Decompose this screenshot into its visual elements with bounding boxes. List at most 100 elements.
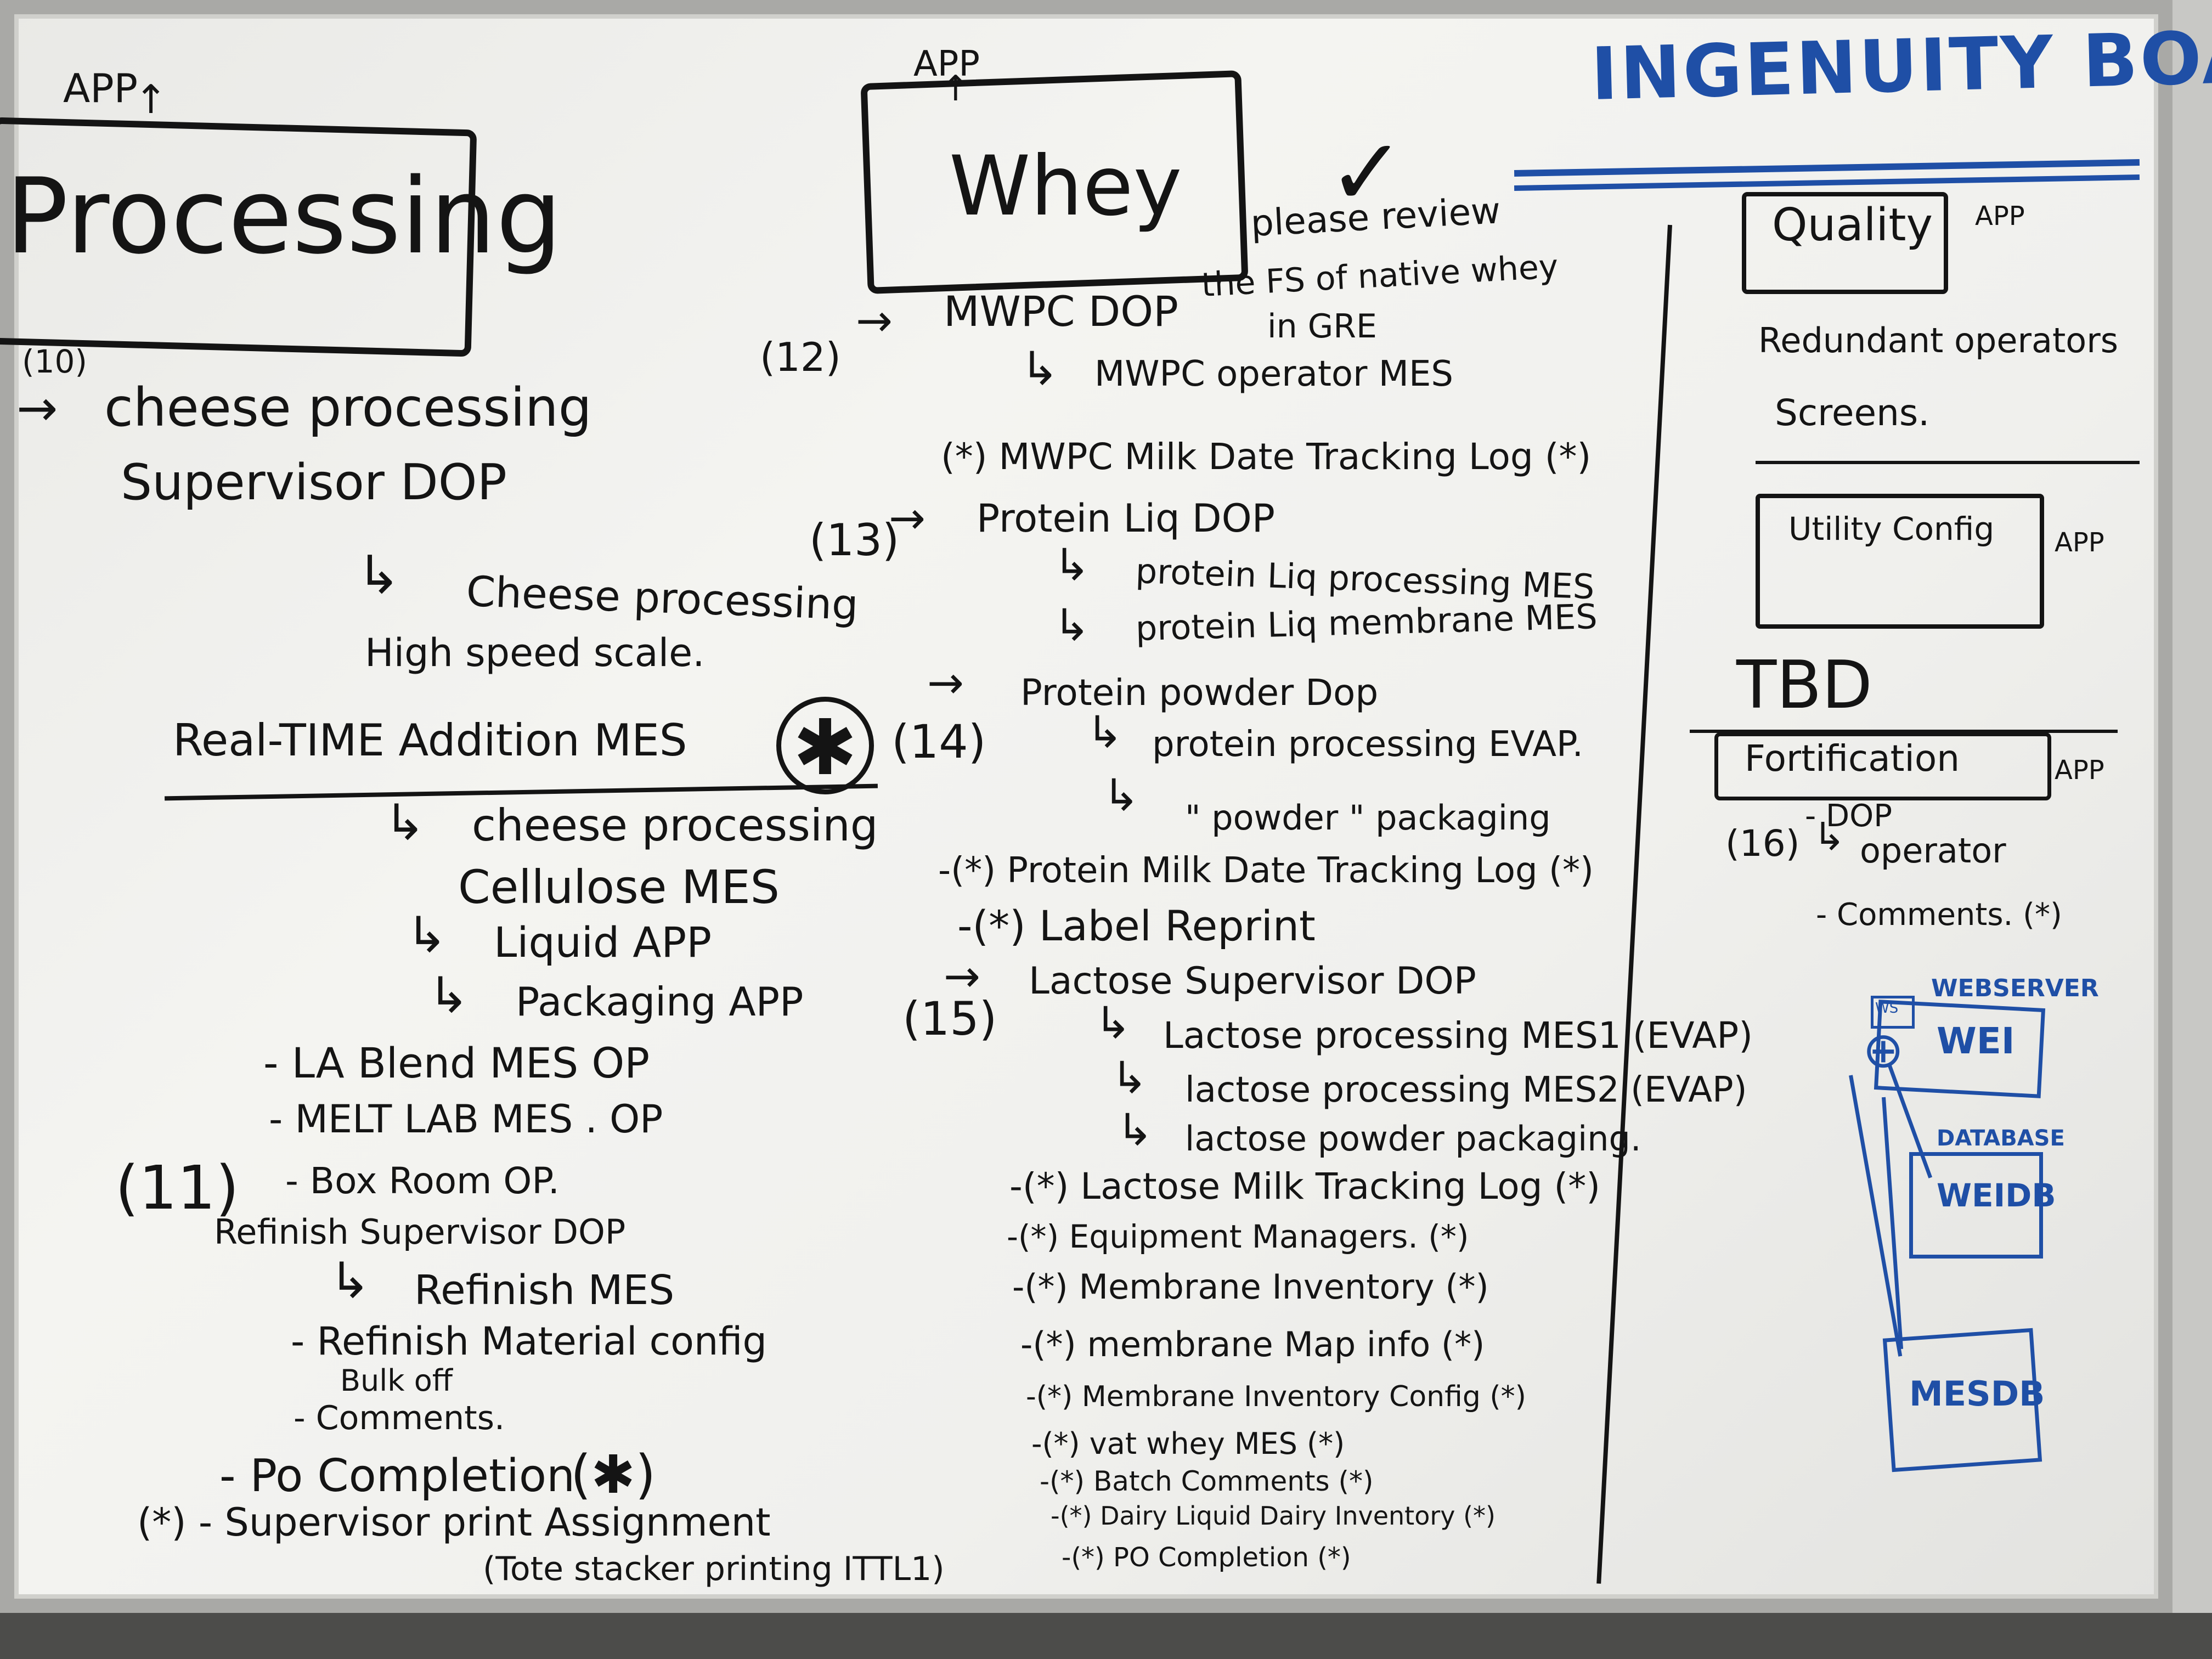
protein-milk-date-log-text: -(*) Protein Milk Date Tracking Log (*) [938,850,1594,891]
label-reprint-text: -(*) Label Reprint [957,901,1316,950]
sub-arrow-icon: ↳ [357,544,401,606]
mwpc-operator-mes-text: MWPC operator MES [1094,354,1453,394]
batch-comments-text: -(*) Batch Comments (*) [1040,1465,1374,1497]
refinish-material-config-text: - Refinish Material config [291,1319,767,1364]
supervisor-dop-text: Supervisor DOP [121,454,507,511]
checkmark-icon: ✓ [1328,119,1406,227]
redundant-operators-text: Redundant operators [1758,320,2118,360]
lactose-milk-tracking-log-text: -(*) Lactose Milk Tracking Log (*) [1009,1165,1600,1207]
whey-app-label: APP [913,44,980,84]
section-number-10: (10) [22,343,88,380]
mes-db-label: MESDB [1909,1374,2045,1414]
la-blend-mes-text: - LA Blend MES OP [263,1039,650,1087]
fortification-comments-text: - Comments. (*) [1816,897,2062,933]
tote-stacker-text: (Tote stacker printing ITTL1) [483,1550,945,1588]
arrow-right-icon: → [16,380,58,437]
sub-arrow-icon: ↳ [384,794,426,851]
arrow-right-icon: → [889,493,926,544]
po-completion-middle-text: -(*) PO Completion (*) [1062,1542,1351,1573]
protein-liq-dop-text: Protein Liq DOP [977,496,1275,541]
webserver-label: WEBSERVER [1931,974,2099,1002]
section-number-13: (13) [809,515,900,566]
lactose-processing-mes1-text: Lactose processing MES1 (EVAP) [1163,1014,1753,1057]
liquid-app-text: Liquid APP [494,918,712,967]
equipment-managers-text: -(*) Equipment Managers. (*) [1007,1218,1469,1255]
refinish-supervisor-dop-text: Refinish Supervisor DOP [214,1212,626,1252]
supervisor-print-assignment-text: (*) - Supervisor print Assignment [137,1500,771,1545]
section-number-11: (11) [115,1153,239,1223]
sub-arrow-icon: ↳ [329,1252,371,1310]
lactose-powder-packaging-text: lactose powder packaging. [1185,1119,1641,1159]
wei-db-label: WEIDB [1937,1177,2056,1214]
quality-title: Quality [1772,199,1933,251]
cellulose-mes-text: Cellulose MES [458,860,780,914]
packaging-app-text: Packaging APP [516,979,804,1025]
cheese-processing-heading: cheese processing [104,377,592,438]
fortification-box [1714,732,2051,800]
quality-box [1742,192,1948,294]
review-note-line3: in GRE [1267,307,1377,346]
lactose-processing-mes2-text: lactose processing MES2 (EVAP) [1185,1070,1747,1110]
high-speed-scale-text: High speed scale. [365,630,705,675]
processing-box-title: Processing [5,156,562,277]
sub-arrow-icon: ↳ [1103,770,1140,821]
sub-arrow-icon: ↳ [1053,539,1091,590]
cheese-processing-sub-2: cheese processing [472,800,878,851]
po-completion-text: - Po Completion [219,1450,575,1502]
comments-text: - Comments. [294,1399,505,1437]
arrow-up-icon: ↑ [941,69,970,109]
web-label: WEI [1937,1020,2015,1062]
whey-box-title: Whey [949,139,1182,234]
arrow-right-icon: → [927,657,964,708]
utility-config-title: Utility Config [1788,510,1995,548]
sub-arrow-icon: ↳ [1020,342,1059,396]
db-cylinder-icon: ⊕ [1863,1022,1904,1079]
membrane-inventory-text: -(*) Membrane Inventory (*) [1012,1267,1489,1307]
board-title: INGENUITY BOARD [1589,12,2212,117]
sub-arrow-icon: ↳ [1094,997,1132,1048]
sub-arrow-icon: ↳ [1813,814,1846,859]
arrow-right-icon: → [944,951,981,1002]
mwpc-dop-text: MWPC DOP [944,287,1178,336]
fortification-dop-text: - DOP [1805,798,1892,834]
dairy-liquid-inventory-text: -(*) Dairy Liquid Dairy Inventory (*) [1051,1501,1496,1531]
fortification-title: Fortification [1745,737,1960,780]
section-number-14: (14) [891,715,986,769]
fortification-app-label: APP [2055,755,2104,786]
marker-tray [0,1613,2212,1659]
utility-config-box [1756,494,2044,629]
protein-powder-dop-text: Protein powder Dop [1020,672,1379,714]
protein-processing-evap-text: protein processing EVAP. [1152,724,1583,765]
quality-divider [1756,461,2140,464]
asterisk-circle-icon: ✱ [776,697,874,794]
bulk-off-text: Bulk off [340,1363,453,1398]
sub-arrow-icon: ↳ [1111,1052,1148,1103]
powder-packaging-text: " powder " packaging [1185,798,1551,838]
sub-arrow-icon: ↳ [1086,707,1124,758]
fortification-operator-text: operator [1860,831,2006,871]
arrow-up-icon: ↑ [134,76,168,122]
wei-db-box [1909,1152,2043,1259]
membrane-map-info-text: -(*) membrane Map info (*) [1020,1324,1485,1364]
asterisk-icon: (✱) [571,1444,656,1505]
sub-arrow-icon: ↳ [1053,600,1091,651]
database-label: DATABASE [1937,1126,2065,1151]
melt-lab-mes-text: - MELT LAB MES . OP [269,1097,663,1142]
whiteboard-surface [0,0,2172,1613]
box-room-op-text: - Box Room OP. [285,1160,560,1202]
ws-small-label: WS [1875,1000,1899,1017]
processing-app-label: APP [63,65,138,111]
ws-small-box [1871,996,1915,1029]
section-number-16: (16) [1725,822,1800,865]
utility-app-label: APP [2055,527,2104,558]
screens-text: Screens. [1775,392,1930,434]
realtime-addition-mes-text: Real-TIME Addition MES [173,715,687,766]
membrane-inventory-config-text: -(*) Membrane Inventory Config (*) [1026,1380,1526,1413]
section-number-15: (15) [902,992,997,1046]
sub-arrow-icon: ↳ [428,967,470,1024]
mwpc-milk-date-log-text: (*) MWPC Milk Date Tracking Log (*) [941,436,1592,478]
sub-arrow-icon: ↳ [406,906,448,964]
arrow-right-icon: → [856,295,893,346]
tbd-text: TBD [1736,647,1873,724]
